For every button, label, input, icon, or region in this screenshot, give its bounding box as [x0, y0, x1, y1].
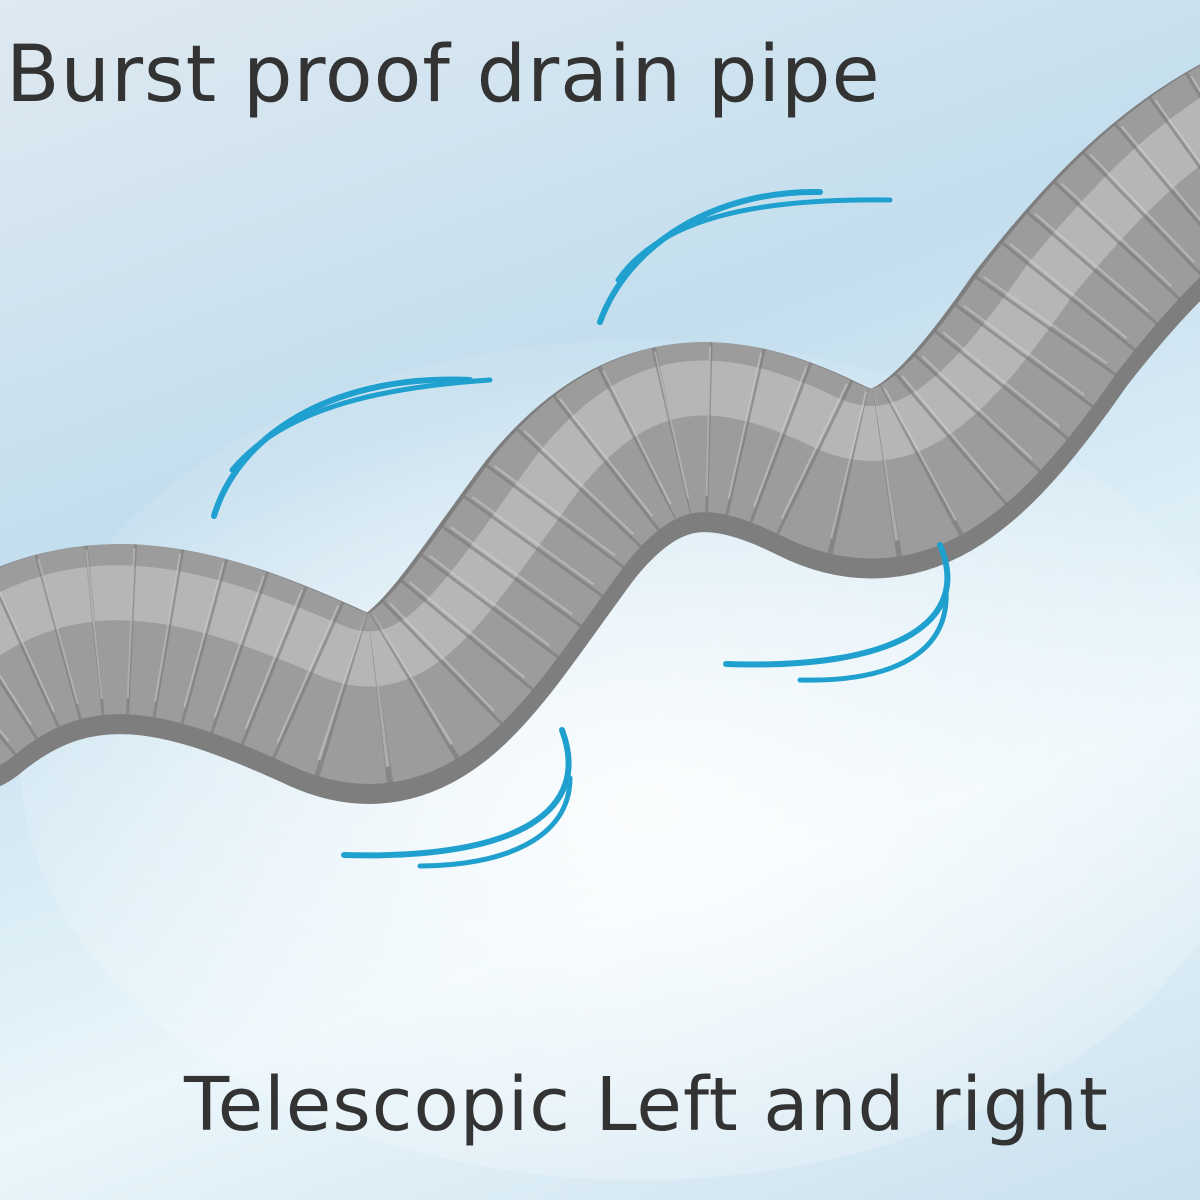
motion-arc-icon [341, 727, 572, 859]
motion-arc-icon [211, 376, 473, 519]
subline: Telescopic Left and right [184, 1062, 1109, 1148]
drain-pipe [0, 64, 1200, 804]
motion-arc-icon [417, 775, 573, 869]
headline: Burst proof drain pipe [6, 30, 881, 120]
motion-arc-icon [797, 587, 949, 683]
motion-arc-icon [597, 188, 823, 325]
motion-arc-icon [229, 377, 493, 473]
pipe-highlight [0, 97, 1200, 687]
motion-arc-icon [615, 197, 893, 283]
motion-arcs [211, 188, 951, 869]
motion-arc-icon [723, 542, 951, 668]
